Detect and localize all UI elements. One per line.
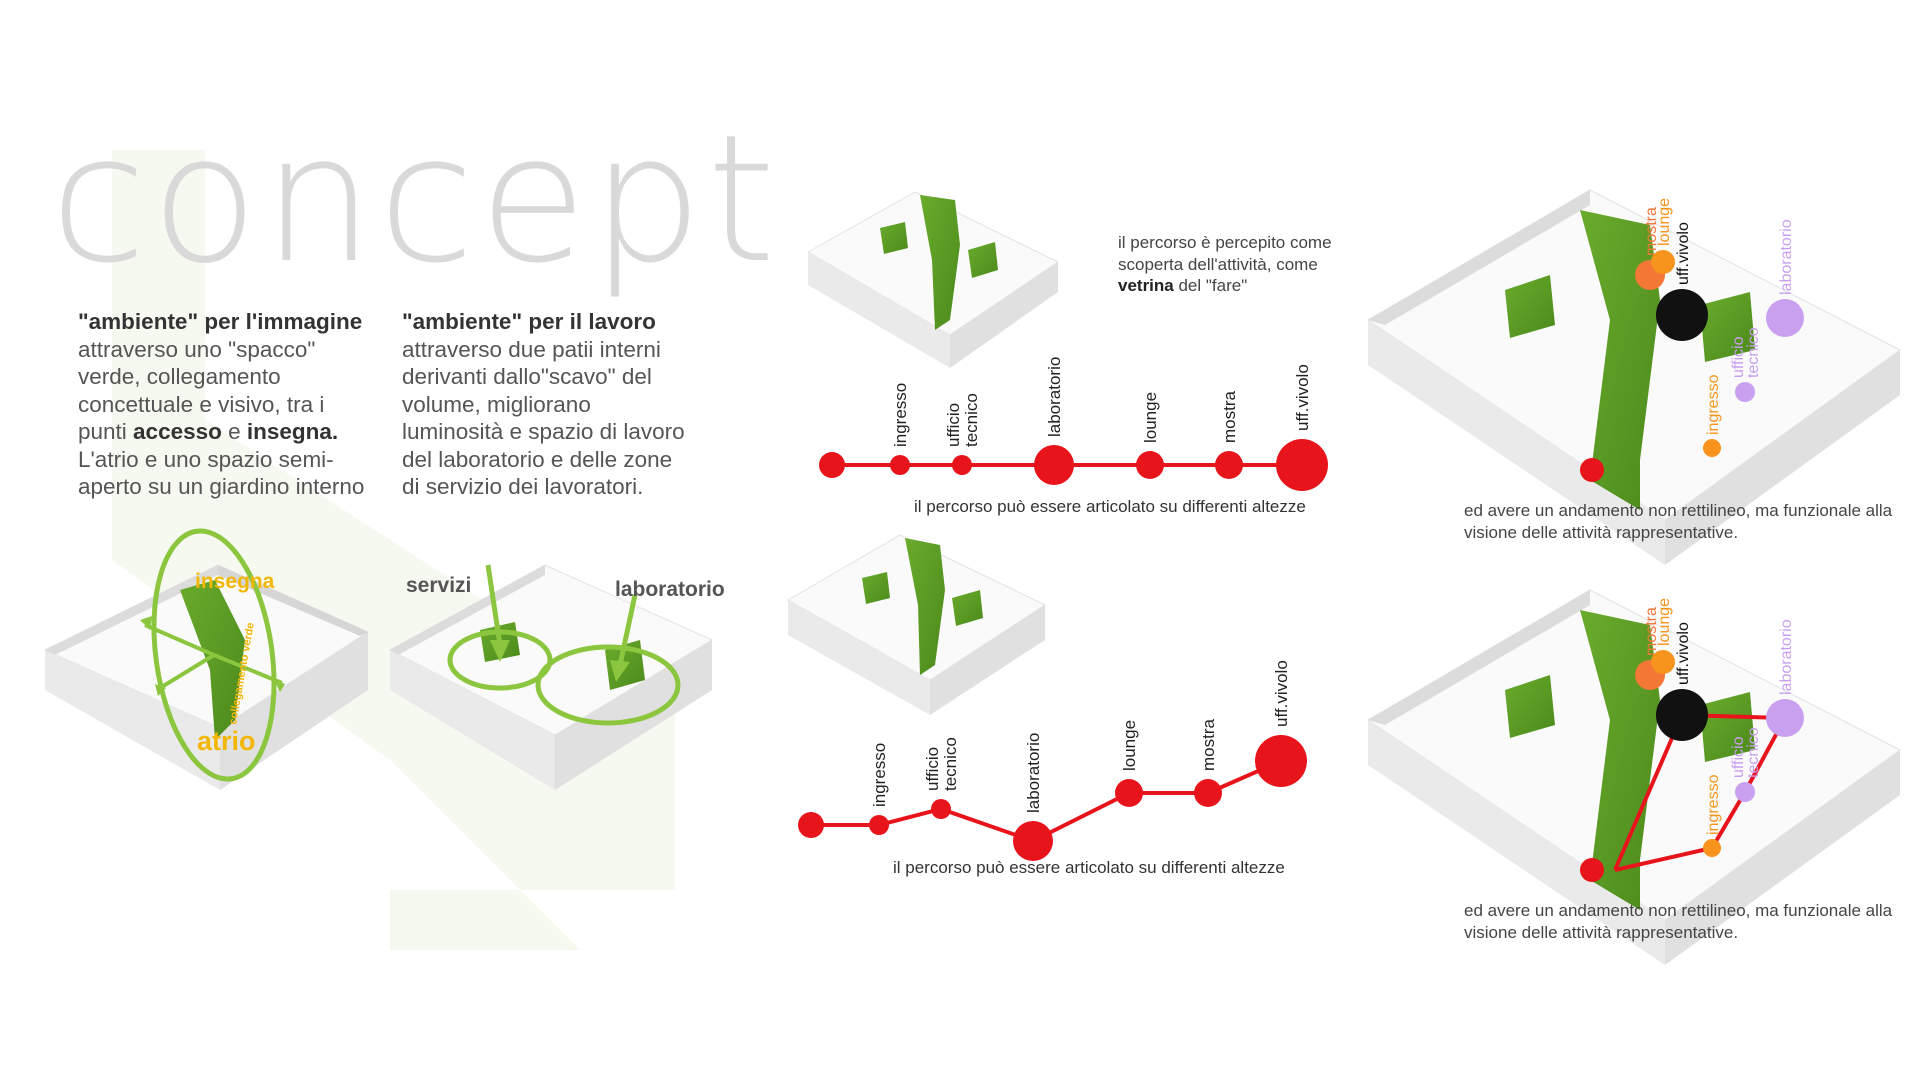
plan-point-ufficio-tecnico: [1735, 382, 1755, 402]
plan-label-ingresso: ingresso: [1705, 374, 1722, 435]
route-stop-lounge: [1115, 779, 1143, 807]
caption-route-top: ed avere un andamento non rettilineo, ma…: [1464, 501, 1893, 542]
plan-label-tecnico: tecnico: [1745, 727, 1762, 778]
label-atrio: atrio: [197, 726, 256, 756]
route-label-ufficio: ufficio: [944, 403, 963, 447]
route-stop-mostra: [1194, 779, 1222, 807]
route-stop-mostra: [1215, 451, 1243, 479]
label-laboratorio-model: laboratorio: [615, 578, 725, 601]
model-image-ambiente: insegna atrio collegamento verde: [43, 528, 370, 790]
plan-point-lounge: [1651, 250, 1675, 274]
plan-label-uff-vivolo: uff.vivolo: [1675, 622, 1692, 685]
route-stop-laboratorio: [1034, 445, 1074, 485]
plan-point-laboratorio: [1766, 699, 1804, 737]
plan-bottom: [1367, 589, 1901, 965]
plan-label-mostra: mostra: [1643, 607, 1660, 656]
route-stop-ingresso: [890, 455, 910, 475]
route-label-ingresso: ingresso: [891, 383, 910, 447]
plan-point-uff-vivolo: [1656, 289, 1708, 341]
route-start-dot: [798, 812, 824, 838]
plan-point-ingresso: [1703, 839, 1721, 857]
route-stop-uff-vivolo: [1276, 439, 1328, 491]
route-label-uff-vivolo: uff.vivolo: [1293, 364, 1312, 431]
route-stop-ingresso: [869, 815, 889, 835]
route-stop-uff-vivolo: [1255, 735, 1307, 787]
plan-label-ingresso: ingresso: [1705, 774, 1722, 835]
plan-start-dot: [1580, 458, 1604, 482]
route-stop-ufficio-tecnico: [952, 455, 972, 475]
plan-point-ingresso: [1703, 439, 1721, 457]
route-label-laboratorio: laboratorio: [1045, 357, 1064, 437]
plan-label-ufficio: ufficio: [1730, 736, 1747, 778]
label-servizi: servizi: [406, 574, 471, 597]
plan-label-tecnico: tecnico: [1745, 327, 1762, 378]
plan-point-ufficio-tecnico: [1735, 782, 1755, 802]
plan-point-laboratorio: [1766, 299, 1804, 337]
route-label-lounge: lounge: [1120, 720, 1139, 771]
heading-image-ambiente: "ambiente" per l'immagine: [78, 309, 363, 334]
route-label-mostra: mostra: [1220, 391, 1239, 444]
plan-label-lounge: lounge: [1656, 598, 1673, 646]
route-label-tecnico: tecnico: [941, 737, 960, 791]
route-stop-lounge: [1136, 451, 1164, 479]
route-stop-laboratorio: [1013, 821, 1053, 861]
page-title: concept: [50, 97, 780, 302]
plan-label-mostra: mostra: [1643, 207, 1660, 256]
route-label-tecnico: tecnico: [962, 393, 981, 447]
plan-point-lounge: [1651, 650, 1675, 674]
route-label-lounge: lounge: [1141, 392, 1160, 443]
plan-label-ufficio: ufficio: [1730, 336, 1747, 378]
model-work-ambiente: servizi laboratorio: [388, 564, 725, 790]
caption-route-bottom: ed avere un andamento non rettilineo, ma…: [1464, 901, 1893, 942]
route-label-uff-vivolo: uff.vivolo: [1272, 660, 1291, 727]
plan-label-laboratorio: laboratorio: [1778, 219, 1795, 295]
caption-heights-top: il percorso può essere articolato su dif…: [914, 497, 1306, 516]
model-small-top: [806, 191, 1059, 368]
label-insegna: insegna: [195, 570, 275, 593]
route-label-ingresso: ingresso: [870, 743, 889, 807]
route-label-mostra: mostra: [1199, 719, 1218, 772]
route-stop-ufficio-tecnico: [931, 799, 951, 819]
route-label-laboratorio: laboratorio: [1024, 733, 1043, 813]
caption-heights-bottom: il percorso può essere articolato su dif…: [893, 858, 1285, 877]
plan-label-lounge: lounge: [1656, 198, 1673, 246]
route-label-ufficio: ufficio: [923, 747, 942, 791]
plan-point-uff-vivolo: [1656, 689, 1708, 741]
route-start-dot: [819, 452, 845, 478]
plan-label-uff-vivolo: uff.vivolo: [1675, 222, 1692, 285]
note-percorso: il percorso è percepito come scoperta de…: [1118, 233, 1332, 295]
heading-work-ambiente: "ambiente" per il lavoro: [402, 309, 656, 334]
model-small-bottom: [786, 534, 1047, 715]
plan-label-laboratorio: laboratorio: [1778, 619, 1795, 695]
plan-start-dot: [1580, 858, 1604, 882]
